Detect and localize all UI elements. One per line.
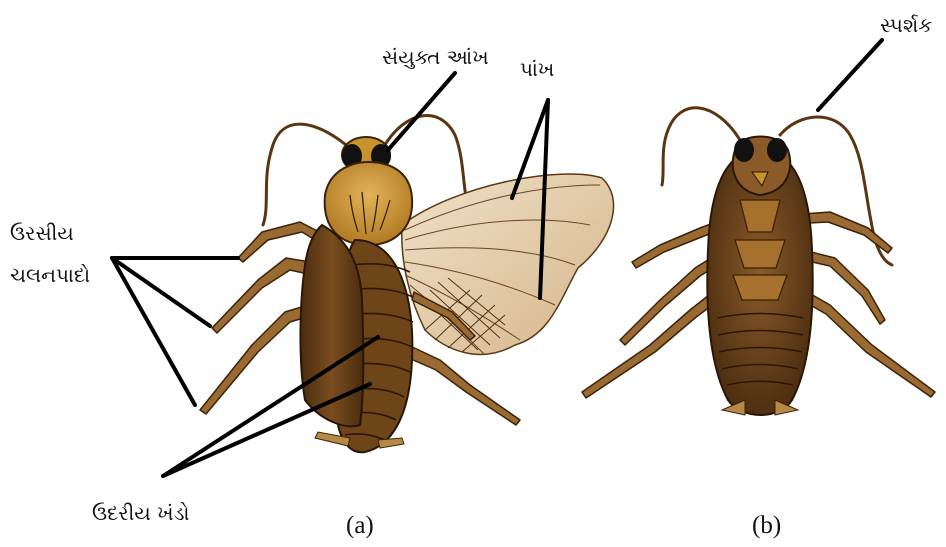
compound-eye-right-b xyxy=(767,138,787,162)
leg-middle-left-a xyxy=(212,258,310,333)
label-thoracic-legs-1: ઉરસીય xyxy=(10,221,74,245)
cercus-right-a xyxy=(378,438,404,448)
hind-wing-a xyxy=(402,174,614,354)
caption-a: (a) xyxy=(346,512,374,539)
cockroach-b xyxy=(582,108,935,415)
leg-hind-left-a xyxy=(200,305,310,414)
cockroach-a xyxy=(200,116,614,453)
caption-b: (b) xyxy=(752,512,781,539)
label-thoracic-legs-2: ચલનપાદો xyxy=(10,263,90,287)
pronotum-a xyxy=(325,162,412,245)
label-wings: પાંખ xyxy=(520,57,554,81)
leg-hind-right-a xyxy=(404,345,520,425)
compound-eye-left-b xyxy=(734,138,754,162)
label-antenna: સ્પર્શક xyxy=(880,13,932,37)
leg-hind-right-b xyxy=(793,285,935,397)
label-abdominal-segments: ઉદરીય ખંડો xyxy=(92,501,190,525)
captions: (a) (b) xyxy=(346,512,781,539)
label-compound-eye: સંયુક્ત આંખ xyxy=(382,45,489,69)
